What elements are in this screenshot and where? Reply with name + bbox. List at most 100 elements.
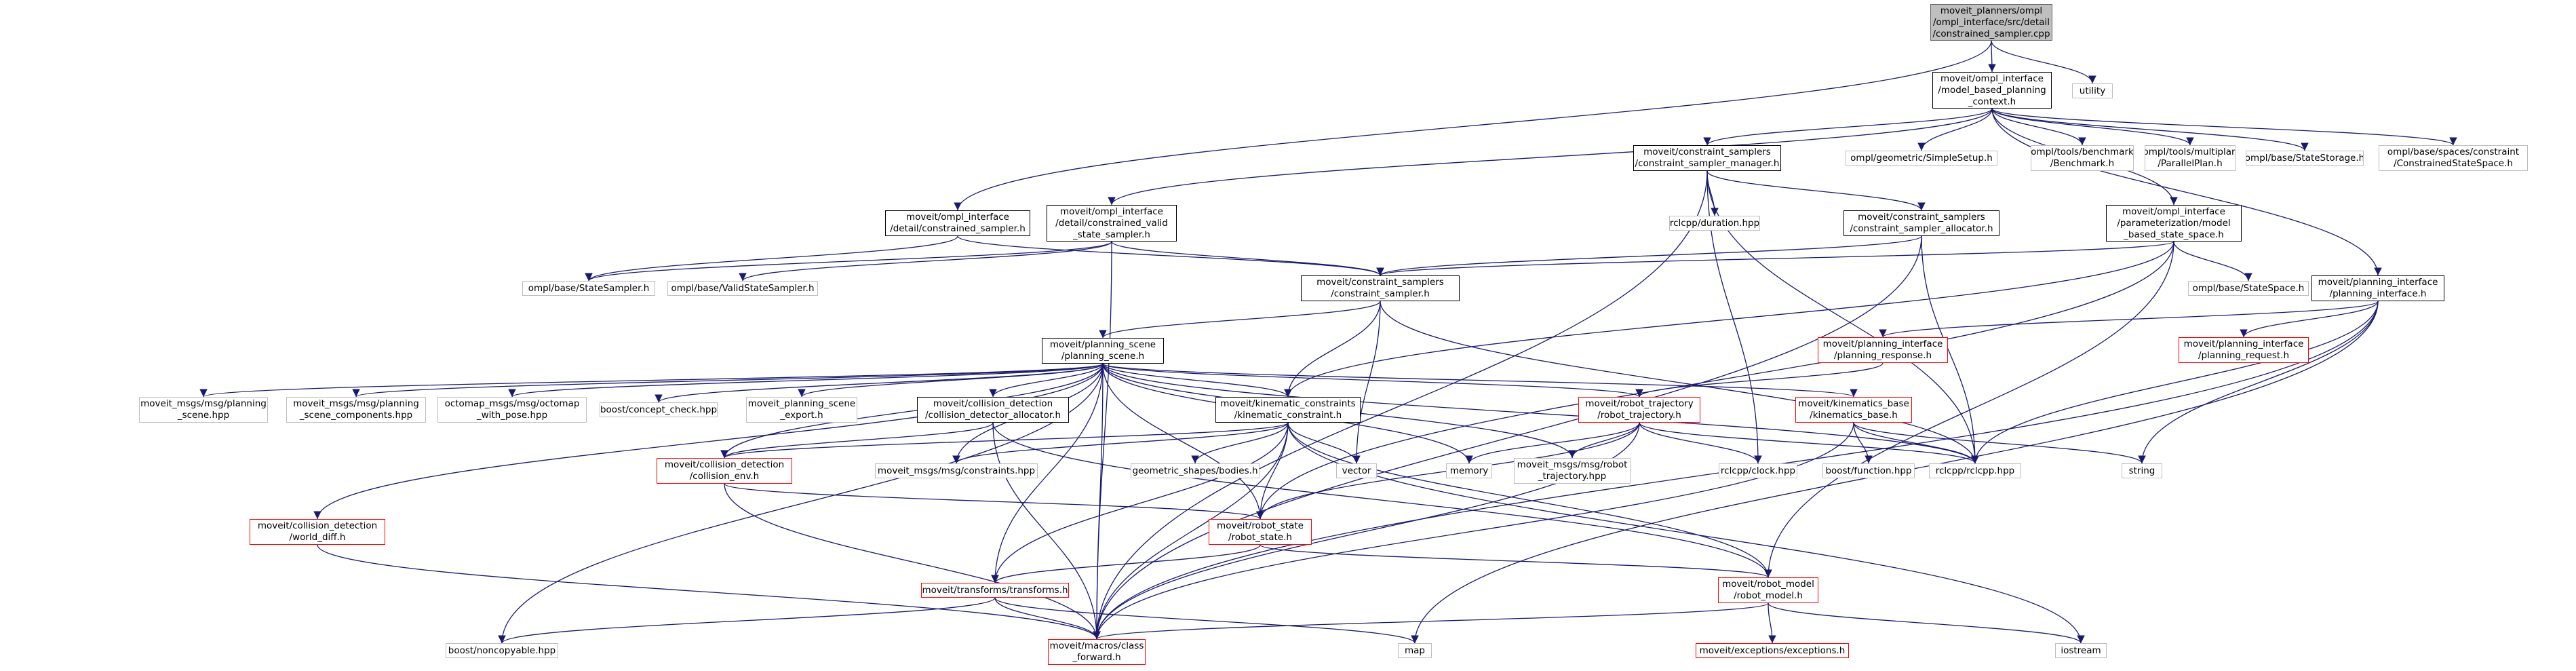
edge-pmbss-to-statespace (2173, 241, 2252, 282)
node-kinematics-base[interactable]: moveit/kinematics_base /kinematics_base.… (1795, 397, 1912, 423)
edge-ps-to-msg_psc (352, 363, 1104, 398)
node-planning-response[interactable]: moveit/planning_interface /planning_resp… (1818, 337, 1948, 363)
node-boost-noncopyable[interactable]: boost/noncopyable.hpp (446, 643, 558, 658)
node-benchmark[interactable]: ompl/tools/benchmark /Benchmark.h (2031, 145, 2134, 171)
edge-ps-to-tf (991, 363, 1104, 583)
edge-csa-to-cs (1376, 235, 1922, 276)
node-iostream[interactable]: iostream (2055, 643, 2107, 658)
edge-cs-to-vector (1352, 301, 1381, 464)
edge-pi-to-string (2138, 301, 2379, 464)
node-transforms[interactable]: moveit/transforms/transforms.h (921, 583, 1069, 598)
node-utility[interactable]: utility (2072, 83, 2113, 98)
edge-mbpc-to-csm (1703, 108, 1993, 146)
edge-root-to-utility (1991, 40, 2096, 84)
edge-mbpc-to-benchmark (1991, 108, 2086, 146)
node-collision-detector-allocator[interactable]: moveit/collision_detection /collision_de… (917, 397, 1069, 423)
node-ompl-constrained-sampler[interactable]: moveit/ompl_interface /detail/constraine… (885, 210, 1030, 236)
edge-cs-to-kc (1284, 301, 1381, 398)
edge-cda-to-rm (992, 422, 1772, 578)
edge-pmbss-to-rs (1256, 241, 2174, 520)
edge-rs-to-rm (1260, 544, 1772, 578)
edge-tf-to-macros (994, 597, 1101, 640)
node-msg-planning-scene[interactable]: moveit_msgs/msg/planning _scene.hpp (139, 397, 268, 423)
edge-mbpc-to-simplesetup (1917, 108, 1993, 151)
node-model-based-state-space[interactable]: moveit/ompl_interface /parameterization/… (2106, 205, 2242, 242)
node-constrained-valid-state-sampler[interactable]: moveit/ompl_interface /detail/constraine… (1047, 205, 1177, 242)
node-kinematic-constraint[interactable]: moveit/kinematic_constraints /kinematic_… (1215, 397, 1361, 423)
edge-ocvs-to-validss (739, 241, 1112, 282)
node-constraint-sampler-manager[interactable]: moveit/constraint_samplers /constraint_s… (1633, 145, 1781, 171)
node-robot-trajectory[interactable]: moveit/robot_trajectory /robot_trajector… (1578, 397, 1700, 423)
node-boost-function[interactable]: boost/function.hpp (1822, 463, 1915, 478)
node-robot-model[interactable]: moveit/robot_model /robot_model.h (1718, 577, 1818, 603)
edge-tf-to-noncopy (498, 597, 996, 644)
node-map[interactable]: map (1398, 643, 1432, 658)
node-simple-setup[interactable]: ompl/geometric/SimpleSetup.h (1846, 151, 1997, 166)
node-msg-planning-scene-components[interactable]: moveit_msgs/msg/planning _scene_componen… (286, 397, 426, 423)
node-string[interactable]: string (2122, 463, 2162, 478)
node-msg-constraints[interactable]: moveit_msgs/msg/constraints.hpp (875, 463, 1038, 478)
edge-ps-to-msg_ps (199, 363, 1104, 398)
node-class-forward[interactable]: moveit/macros/class _forward.h (1048, 639, 1146, 665)
edge-kc-to-rm (1287, 422, 1772, 578)
edge-mbpc-to-statestorage (1991, 108, 2309, 151)
node-planning-scene-export[interactable]: moveit_planning_scene _export.h (746, 397, 857, 423)
edge-mbpc-to-parallelplan (1991, 108, 2194, 146)
node-memory[interactable]: memory (1446, 463, 1492, 478)
edge-pmbss-to-kc (1284, 241, 2174, 398)
edge-cs-to-rclcpp (1380, 301, 1979, 464)
node-rclcpp[interactable]: rclcpp/rclcpp.hpp (1929, 463, 2021, 478)
edge-root-to-ocs (954, 40, 1992, 211)
node-rclcpp-clock[interactable]: rclcpp/clock.hpp (1719, 463, 1797, 478)
node-planning-interface[interactable]: moveit/planning_interface /planning_inte… (2311, 275, 2444, 301)
node-exceptions[interactable]: moveit/exceptions/exceptions.h (1696, 643, 1849, 658)
edge-ocs-to-statesampler (585, 235, 958, 282)
edge-kb-to-string (1853, 422, 2146, 464)
edge-ps-to-rt (1102, 363, 1643, 398)
edge-kc-to-iostream (1287, 422, 2085, 644)
edge-ocvs-to-macros (1093, 241, 1112, 640)
edge-kc-to-ce (720, 422, 1289, 459)
edge-mbpc-to-cstatespace (1991, 108, 2457, 146)
edge-ps-to-wd (313, 363, 1104, 520)
node-planning-scene[interactable]: moveit/planning_scene /planning_scene.h (1042, 338, 1164, 364)
edge-rt-to-macros (1093, 422, 1640, 640)
node-concept-check[interactable]: boost/concept_check.hpp (600, 402, 718, 417)
node-msg-robot-trajectory[interactable]: moveit_msgs/msg/robot _trajectory.hpp (1514, 458, 1631, 484)
edge-presp-to-rt (1635, 362, 1884, 398)
node-planning-request[interactable]: moveit/planning_interface /planning_requ… (2179, 337, 2309, 363)
edge-ocvs-to-statesampler (585, 241, 1112, 282)
node-state-storage[interactable]: ompl/base/StateStorage.h (2246, 151, 2364, 166)
edge-pi-to-presp (1879, 301, 2379, 338)
edge-rs-to-tf (991, 544, 1261, 583)
node-valid-state-sampler[interactable]: ompl/base/ValidStateSampler.h (667, 281, 818, 296)
edge-rm-to-iostream (1768, 602, 2085, 644)
node-constrained-state-space[interactable]: ompl/base/spaces/constraint /Constrained… (2379, 145, 2528, 171)
edge-rt-to-memory (1465, 422, 1640, 464)
node-rclcpp-duration[interactable]: rclcpp/duration.hpp (1669, 216, 1760, 231)
edge-tf-to-map (994, 597, 1419, 644)
node-geometric-shapes-bodies[interactable]: geometric_shapes/bodies.h (1131, 463, 1260, 478)
node-state-space[interactable]: ompl/base/StateSpace.h (2188, 281, 2309, 296)
node-robot-state[interactable]: moveit/robot_state /robot_state.h (1209, 519, 1312, 545)
node-constrained-sampler-cpp[interactable]: moveit_planners/ompl /ompl_interface/src… (1930, 4, 2052, 41)
edge-kb-to-macros (1093, 422, 1854, 640)
node-constraint-sampler[interactable]: moveit/constraint_samplers /constraint_s… (1301, 275, 1460, 301)
edge-pi-to-rclcpp (1971, 301, 2379, 464)
node-vector[interactable]: vector (1336, 463, 1377, 478)
edge-pmbss-to-cs (1376, 241, 2174, 276)
edge-mbpc-to-pi (1991, 108, 2382, 276)
edge-ps-to-rs (1102, 363, 1264, 520)
node-octomap-with-pose[interactable]: octomap_msgs/msg/octomap _with_pose.hpp (437, 397, 587, 423)
node-world-diff[interactable]: moveit/collision_detection /world_diff.h (250, 519, 385, 545)
edge-rt-to-rtmsg (1568, 422, 1640, 459)
edge-ps-to-psexport (798, 363, 1104, 398)
node-constraint-sampler-allocator[interactable]: moveit/constraint_samplers /constraint_s… (1843, 210, 1999, 236)
edge-kc-to-macros (1093, 422, 1289, 640)
edge-rm-to-macros (1093, 602, 1769, 640)
node-parallel-plan[interactable]: ompl/tools/multiplan /ParallelPlan.h (2145, 145, 2236, 171)
node-state-sampler[interactable]: ompl/base/StateSampler.h (522, 281, 655, 296)
node-model-based-planning-context[interactable]: moveit/ompl_interface /model_based_plann… (1932, 72, 2052, 109)
node-collision-env[interactable]: moveit/collision_detection /collision_en… (657, 458, 792, 484)
